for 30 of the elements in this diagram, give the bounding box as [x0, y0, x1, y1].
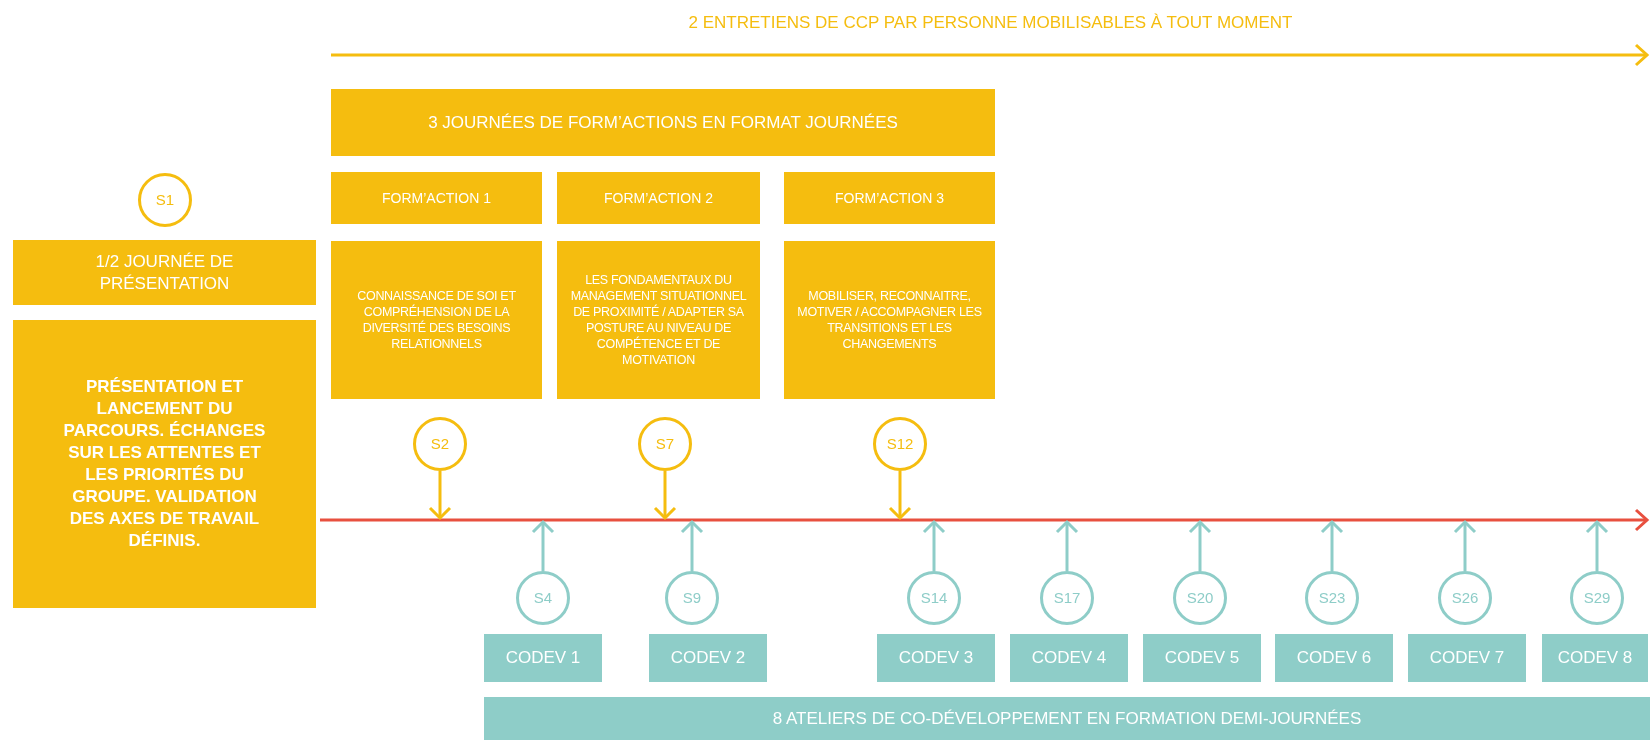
arrow — [1320, 520, 1344, 571]
arrow — [1585, 520, 1609, 571]
arrow — [922, 520, 946, 571]
arrow — [1188, 520, 1212, 571]
description-box: MOBILISER, RECONNAITRE, MOTIVER / ACCOMPAGNER LES TRANSITIONS ET LES CHANGEMENTS — [784, 241, 995, 399]
arrow — [680, 520, 704, 571]
description-box: CONNAISSANCE DE SOI ET COMPRÉHENSION DE LA DIVERSITÉ DES BESOINS RELATIONNELS — [331, 241, 542, 399]
title-box: 3 JOURNÉES DE FORM’ACTIONS EN FORMAT JOURNÉES — [331, 89, 995, 156]
workshop-box: CODEV 1 — [484, 634, 602, 682]
module-box: FORM’ACTION 2 — [557, 172, 760, 224]
title-box: 1/2 JOURNÉE DE PRÉSENTATION — [13, 240, 316, 305]
arrow — [428, 471, 452, 520]
workshop-box: CODEV 4 — [1010, 634, 1128, 682]
description-box: LES FONDAMENTAUX DU MANAGEMENT SITUATIONNEL DE PROXIMITÉ / ADAPTER SA POSTURE AU NIVEAU DE COMPÉTENCE ET DE MOTIVATION — [557, 241, 760, 399]
workshop-box: CODEV 7 — [1408, 634, 1526, 682]
note-text: 2 ENTRETIENS DE CCP PAR PERSONNE MOBILISABLES À TOUT MOMENT — [688, 13, 1293, 32]
arrow — [888, 471, 912, 520]
workshop-box: CODEV 8 — [1542, 634, 1648, 682]
title-banner: 8 ATELIERS DE CO-DÉVELOPPEMENT EN FORMATION DEMI-JOURNÉES — [484, 697, 1650, 740]
workshop-box: CODEV 5 — [1143, 634, 1261, 682]
workshop-box: CODEV 2 — [649, 634, 767, 682]
workshop-box: CODEV 6 — [1275, 634, 1393, 682]
module-box: FORM’ACTION 3 — [784, 172, 995, 224]
arrow — [1055, 520, 1079, 571]
arrow — [1453, 520, 1477, 571]
description-box: PRÉSENTATION ET LANCEMENT DU PARCOURS. ÉCHANGES SUR LES ATTENTES ET LES PRIORITÉS DU GROUPE. VALIDATION DES AXES DE TRAVAIL DÉFINIS. — [13, 320, 316, 608]
arrow — [653, 471, 677, 520]
module-box: FORM’ACTION 1 — [331, 172, 542, 224]
arrow — [531, 520, 555, 571]
workshop-box: CODEV 3 — [877, 634, 995, 682]
